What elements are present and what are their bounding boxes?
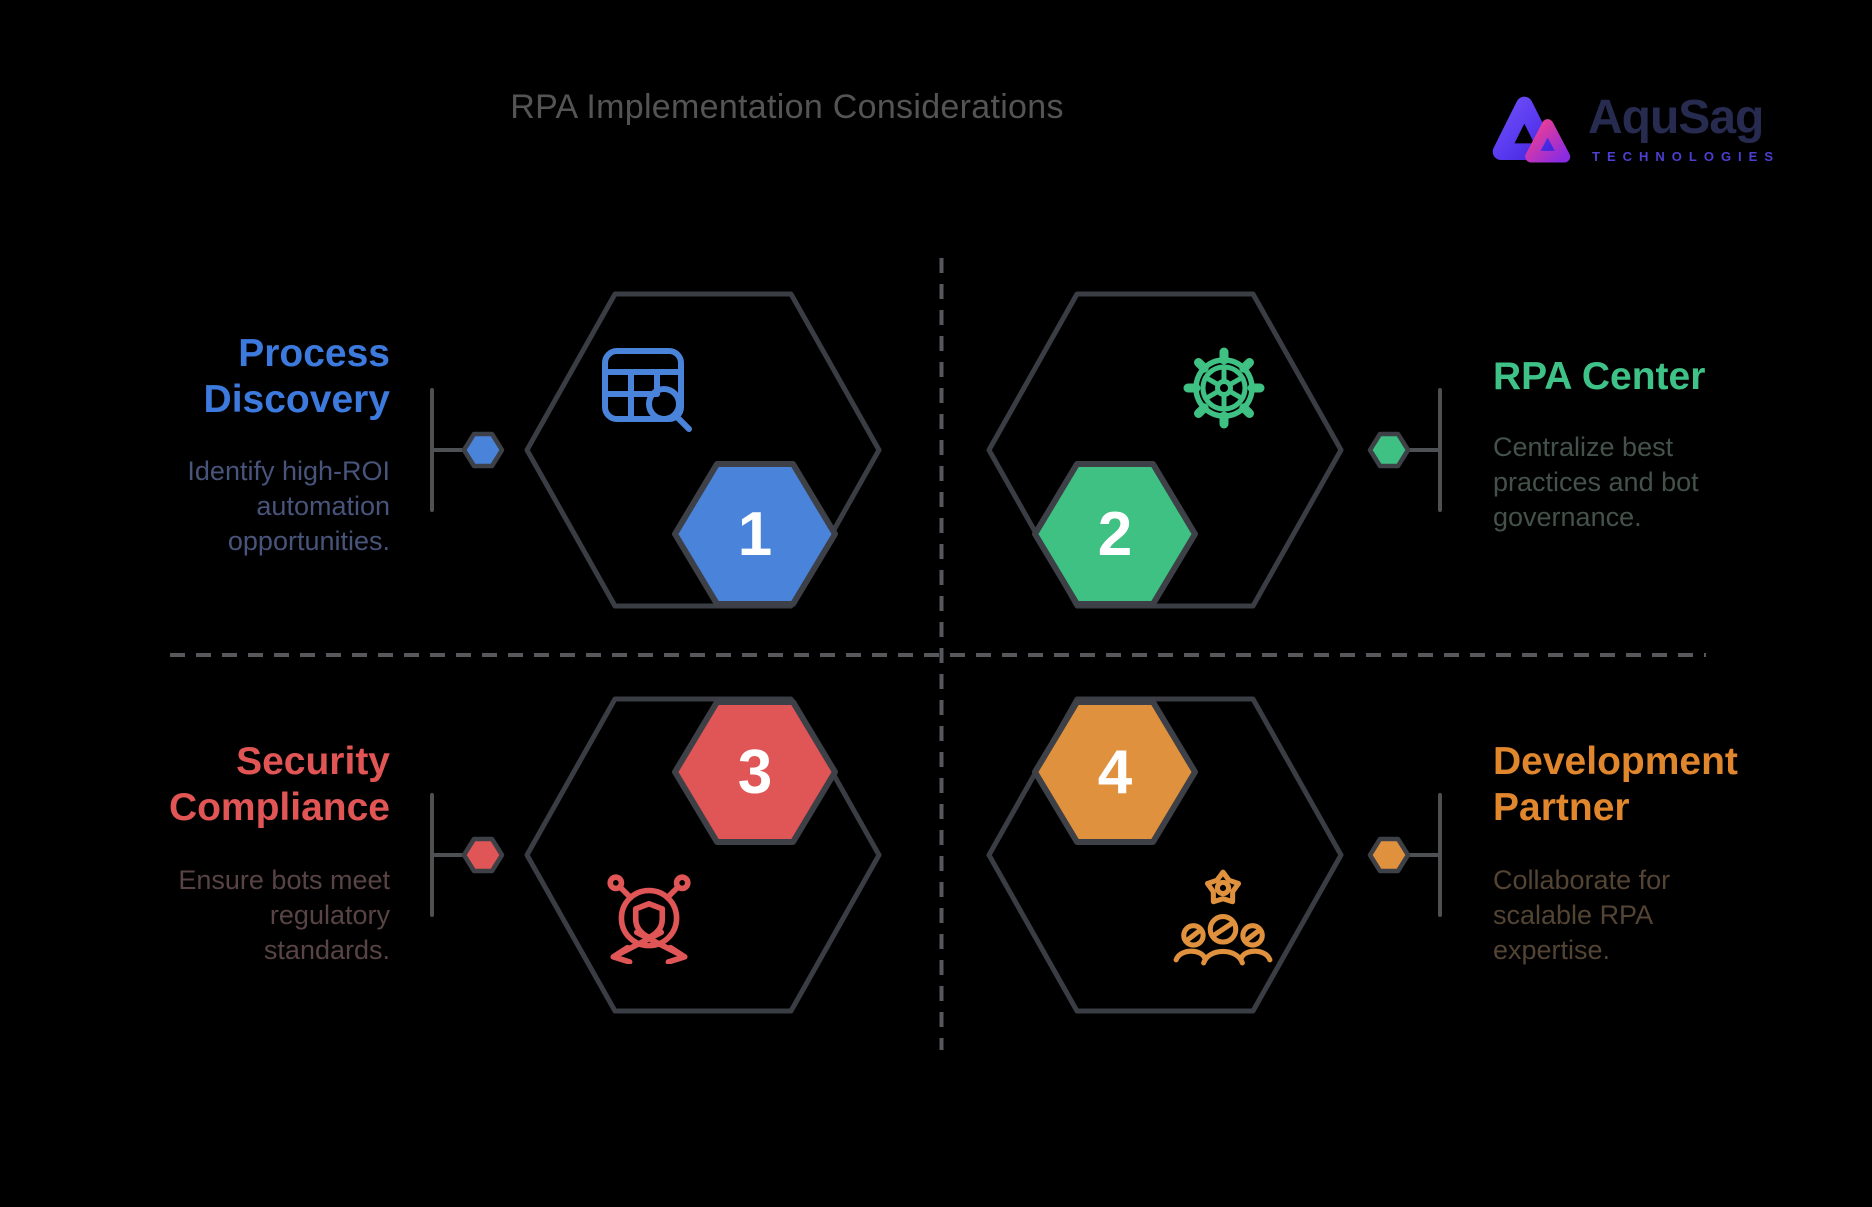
aqusag-logo-icon [1492,96,1571,163]
number-label: 4 [1097,737,1133,807]
connector-hexagon [461,431,505,469]
quadrant-description: Identify high-ROI automation opportuniti… [187,456,390,556]
connector-line [1438,388,1442,512]
shield-network-icon [600,866,698,969]
logo-wordmark: AquSag [1588,91,1764,144]
connector-line [432,448,464,452]
logo-subtitle: TECHNOLOGIES [1592,149,1781,164]
connector-line [1408,448,1440,452]
number-label: 1 [737,499,773,569]
connector-hexagon [1367,836,1411,874]
gear-icon [1176,340,1272,441]
table-search-icon [600,342,696,443]
connector-hexagon [1367,431,1411,469]
number-hexagon: 2 [1030,458,1200,610]
number-label: 3 [737,737,773,807]
quadrant-title: RPA Center [1493,355,1706,398]
quadrant-title: Process Discovery [203,332,390,421]
outline-hexagon [524,696,882,1014]
team-gear-icon [1172,862,1274,973]
connector-line [1408,853,1440,857]
number-label: 2 [1097,499,1133,569]
number-hexagon: 3 [670,696,840,848]
quadrant-description: Ensure bots meet regulatory standards. [178,865,390,965]
connector-line [432,853,464,857]
page-title: RPA Implementation Considerations [510,88,1064,126]
outline-hexagon [524,291,882,609]
connector-hexagon [461,836,505,874]
quadrant-title: Security Compliance [168,740,390,829]
connector-line [1438,793,1442,917]
number-hexagon: 4 [1030,696,1200,848]
quadrant-title: Development Partner [1493,740,1738,829]
number-hexagon: 1 [670,458,840,610]
quadrant-description: Collaborate for scalable RPA expertise. [1493,865,1671,965]
quadrant-description: Centralize best practices and bot govern… [1493,432,1699,532]
